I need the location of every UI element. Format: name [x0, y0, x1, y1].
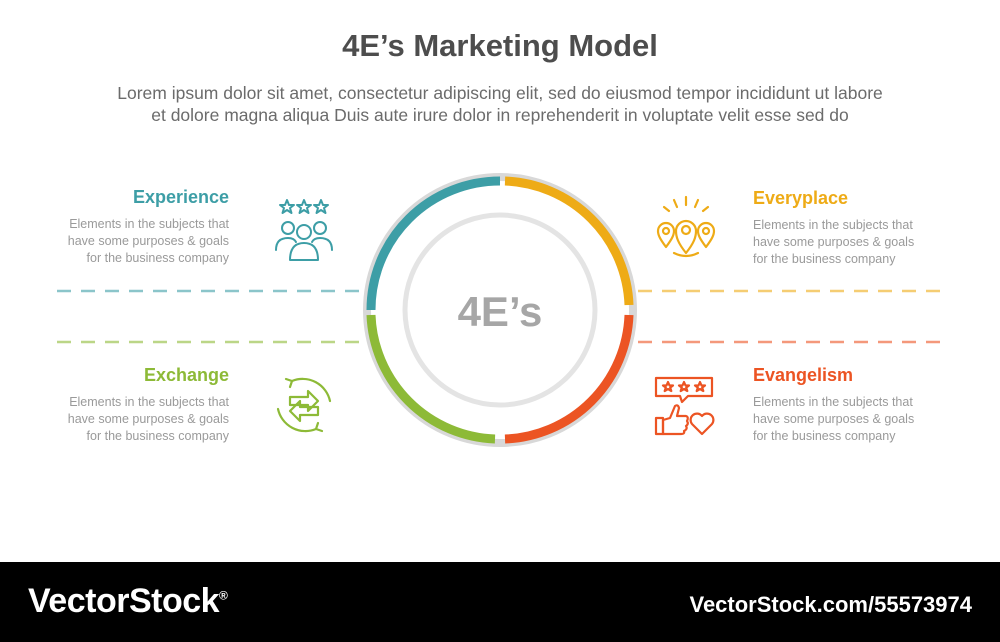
item-desc-evangelism: Elements in the subjects that have some … [753, 395, 915, 443]
item-desc-experience: Elements in the subjects that have some … [67, 217, 229, 265]
item-title-everyplace: Everyplace [753, 188, 849, 208]
exchange-arrows-icon [276, 377, 332, 433]
subtitle-line-2: et dolore magna aliqua Duis aute irure d… [151, 105, 849, 125]
page-subtitle: Lorem ipsum dolor sit amet, consectetur … [30, 82, 970, 126]
ring-segment-everyplace [504, 176, 634, 306]
ring-segment-evangelism [504, 314, 634, 444]
item-title-experience: Experience [132, 187, 229, 207]
page-title: 4E’s Marketing Model [342, 28, 658, 63]
ring-diagram: 4E’s [57, 173, 943, 447]
footer-url: VectorStock.com/55573974 [689, 592, 972, 617]
inner-ring [402, 212, 598, 408]
item-title-evangelism: Evangelism [753, 365, 854, 385]
people-stars-icon [275, 199, 333, 261]
brand-logo: VectorStock® [28, 582, 228, 620]
item-desc-everyplace: Elements in the subjects that have some … [753, 218, 915, 266]
location-pins-icon [656, 195, 716, 258]
item-title-exchange: Exchange [143, 365, 229, 385]
ring-segment-experience [366, 176, 501, 311]
subtitle-line-1: Lorem ipsum dolor sit amet, consectetur … [117, 83, 883, 103]
item-desc-exchange: Elements in the subjects that have some … [67, 395, 229, 443]
footer-bar: VectorStock® VectorStock.com/55573974 [0, 562, 1000, 642]
center-label: 4E’s [458, 288, 543, 335]
ring-segment-exchange [366, 314, 496, 444]
review-thumbs-up-icon [654, 376, 715, 436]
